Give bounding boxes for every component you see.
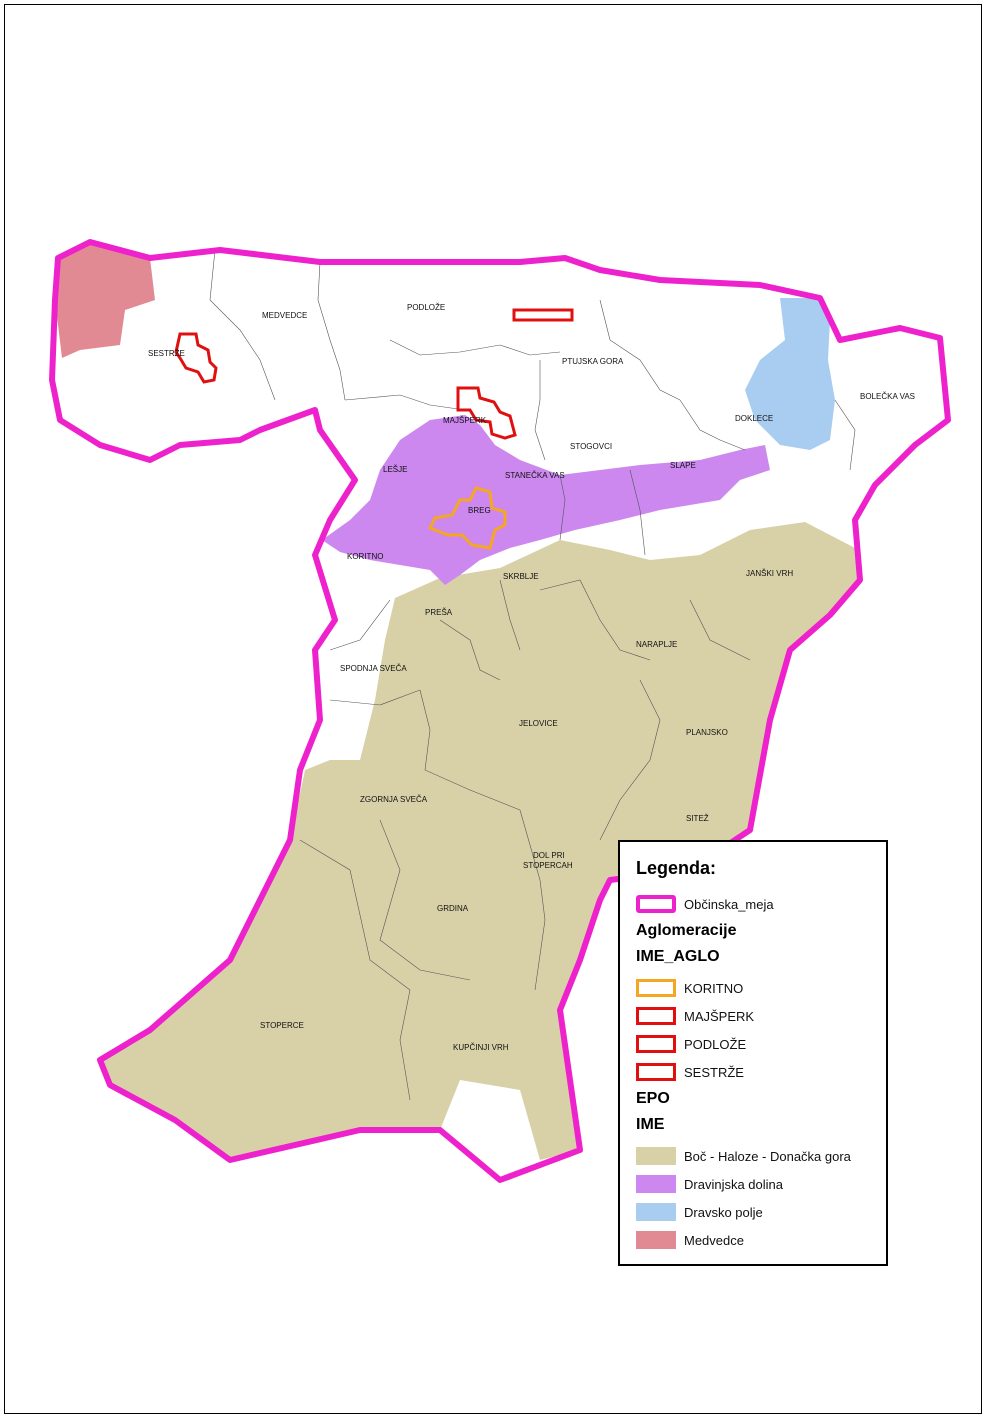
aglo-sestrze xyxy=(174,332,218,384)
legend-label-boc-haloze: Boč - Haloze - Donačka gora xyxy=(684,1148,851,1164)
legend-heading-ime-aglo: IME_AGLO xyxy=(636,948,720,965)
label-sitez: SITEŽ xyxy=(686,814,709,823)
legend-item-boundary: Občinska_meja xyxy=(636,892,774,916)
legend-item-majsperk: MAJŠPERK xyxy=(636,1004,754,1028)
label-presa: PREŠA xyxy=(425,608,453,617)
label-ptujska-gora: PTUJSKA GORA xyxy=(562,357,624,366)
legend-label-boundary: Občinska_meja xyxy=(684,896,774,912)
aglo-koritno xyxy=(427,486,507,550)
label-majsperk: MAJŠPERK xyxy=(443,416,487,425)
legend-swatch-koritno xyxy=(636,979,676,997)
legend-heading-ime: IME xyxy=(636,1116,665,1133)
legend-item-dravinjska: Dravinjska dolina xyxy=(636,1172,783,1196)
legend-heading-aglomeracije: Aglomeracije xyxy=(636,922,737,939)
legend-swatch-dravinjska xyxy=(636,1175,676,1193)
label-zgornja-sveca: ZGORNJA SVEČA xyxy=(360,795,428,804)
legend-label-podloze: PODLOŽE xyxy=(684,1036,747,1052)
label-bolecka-vas: BOLEČKA VAS xyxy=(860,392,915,401)
legend-label-majsperk: MAJŠPERK xyxy=(684,1008,755,1024)
label-stoperce: STOPERCE xyxy=(260,1021,304,1030)
legend-label-dravsko: Dravsko polje xyxy=(684,1204,763,1220)
label-podloze: PODLOŽE xyxy=(407,303,445,312)
legend-item-podloze: PODLOŽE xyxy=(636,1032,746,1056)
legend-box: Legenda: Občinska_meja Aglomeracije IME_… xyxy=(618,840,888,1266)
epo-boc-haloze xyxy=(100,522,860,1160)
legend-item-boc-haloze: Boč - Haloze - Donačka gora xyxy=(636,1144,851,1168)
label-kupcinji-vrh: KUPČINJI VRH xyxy=(453,1043,509,1052)
label-planjsko: PLANJSKO xyxy=(686,728,728,737)
label-jelovice: JELOVICE xyxy=(519,719,558,728)
legend-title: Legenda: xyxy=(636,858,717,878)
legend-swatch-sestrze xyxy=(636,1063,676,1081)
legend-swatch-majsperk xyxy=(636,1007,676,1025)
aglo-majsperk xyxy=(456,386,517,440)
legend-item-medvedce: Medvedce xyxy=(636,1228,744,1252)
label-doklece: DOKLECE xyxy=(735,414,773,423)
label-koritno: KORITNO xyxy=(347,552,383,561)
label-sestrze: SESTRŽE xyxy=(148,349,185,358)
legend-heading-epo: EPO xyxy=(636,1090,670,1107)
legend-swatch-dravsko xyxy=(636,1203,676,1221)
legend-swatch-medvedce xyxy=(636,1231,676,1249)
legend-swatch-boc-haloze xyxy=(636,1147,676,1165)
label-janski-vrh: JANŠKI VRH xyxy=(746,569,793,578)
legend-label-sestrze: SESTRŽE xyxy=(684,1064,744,1080)
label-breg: BREG xyxy=(468,506,491,515)
legend-item-koritno: KORITNO xyxy=(636,976,743,1000)
legend-item-sestrze: SESTRŽE xyxy=(636,1060,744,1084)
label-dol-line2: STOPERCAH xyxy=(523,861,573,870)
place-labels: MEDVEDCE PODLOŽE SESTRŽE PTUJSKA GORA MA… xyxy=(148,303,915,1052)
legend-swatch-podloze xyxy=(636,1035,676,1053)
epo-dravsko xyxy=(745,298,835,450)
legend-label-koritno: KORITNO xyxy=(684,980,744,996)
legend-swatch-boundary xyxy=(636,895,676,913)
aglo-podloze xyxy=(512,308,574,322)
label-grdina: GRDINA xyxy=(437,904,469,913)
legend-label-dravinjska: Dravinjska dolina xyxy=(684,1176,783,1192)
label-naraplje: NARAPLJE xyxy=(636,640,677,649)
label-slape: SLAPE xyxy=(670,461,696,470)
label-dol-line1: DOL PRI xyxy=(533,851,565,860)
label-skrblje: SKRBLJE xyxy=(503,572,539,581)
legend-item-dravsko: Dravsko polje xyxy=(636,1200,763,1224)
label-medvedce: MEDVEDCE xyxy=(262,311,307,320)
epo-medvedce xyxy=(55,242,155,358)
label-stanecka-vas: STANEČKA VAS xyxy=(505,471,565,480)
epo-dravinjska xyxy=(322,415,770,585)
municipality-boundary xyxy=(49,239,951,1183)
legend-label-medvedce: Medvedce xyxy=(684,1232,744,1248)
label-spodnja-sveca: SPODNJA SVEČA xyxy=(340,664,407,673)
label-lesje: LEŠJE xyxy=(383,465,407,474)
label-stogovci: STOGOVCI xyxy=(570,442,612,451)
cadastral-lines xyxy=(209,249,856,1101)
